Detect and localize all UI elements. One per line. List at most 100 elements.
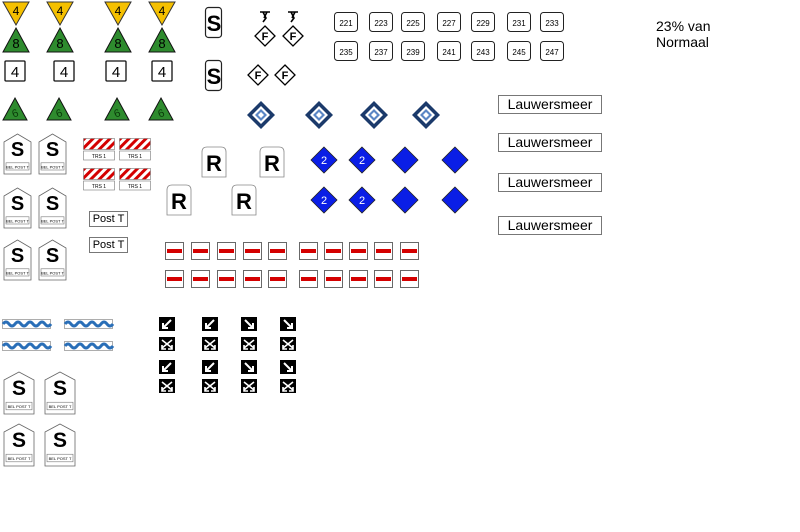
svg-text:S: S [207,11,222,36]
blue-diamond-numbered: 2 [348,146,376,174]
svg-text:4: 4 [11,64,19,81]
stop-sign-s: S BEL POST T [3,423,35,467]
red-bar-plate [349,242,368,260]
crossed-arrows-icon [280,337,296,351]
km-plate: 229 [471,12,495,32]
crossed-arrows-icon [241,337,257,351]
wave-icon [1,319,53,329]
blue-diamond-outline [305,101,333,129]
speed-board-square: 4 [4,60,26,82]
lauwersmeer-label: Lauwersmeer [498,133,602,152]
blue-diamond-numbered: 2 [310,146,338,174]
svg-text:235: 235 [339,48,353,57]
svg-text:BEL POST T: BEL POST T [6,270,29,275]
red-bar-plate [217,242,236,260]
km-plate: 231 [507,12,531,32]
svg-text:BEL POST T: BEL POST T [41,270,64,275]
r-sign: R [259,146,285,178]
km-plate: 235 [334,41,358,61]
svg-text:4: 4 [159,4,166,18]
svg-text:239: 239 [406,48,420,57]
blue-diamond-outline [412,101,440,129]
svg-text:F: F [255,70,262,82]
svg-text:TRS 1: TRS 1 [92,184,106,190]
red-bar-plate [374,270,393,288]
speed-board-yellow: 4 [46,1,74,27]
arrow-down-left-icon [202,317,218,331]
speed-board-green-small: 6 [104,96,130,121]
r-sign: R [231,184,257,216]
svg-text:S: S [11,139,24,161]
speed-board-square: 4 [151,60,173,82]
svg-text:231: 231 [512,19,526,28]
svg-text:S: S [46,193,59,215]
svg-text:225: 225 [406,19,420,28]
s-board: S [204,59,223,92]
lauwersmeer-label: Lauwersmeer [498,216,602,235]
blue-diamond-numbered: 2 [310,186,338,214]
arrow-down-right-icon [280,360,296,374]
crossed-arrows-icon [241,379,257,393]
lauwersmeer-label: Lauwersmeer [498,95,602,114]
speed-board-green: 8 [148,26,176,53]
red-bar-plate [324,242,343,260]
svg-text:F: F [282,70,289,82]
trs-plate: TRS 1 [119,168,151,191]
red-bar-plate [400,270,419,288]
svg-text:BEL POST T: BEL POST T [8,404,31,409]
red-bar-plate [217,270,236,288]
svg-text:8: 8 [158,36,165,51]
speed-board-green-small: 6 [148,96,174,121]
blue-diamond-numbered: 2 [348,186,376,214]
f-sign-pantograph: F [282,11,304,47]
svg-text:R: R [264,151,280,176]
svg-text:2: 2 [321,155,327,167]
svg-text:S: S [12,429,26,452]
wave-icon [63,341,115,351]
red-bar-plate [349,270,368,288]
svg-text:S: S [53,377,67,400]
s-board: S [204,6,223,39]
stop-sign-s: S BEL POST T [38,187,67,229]
svg-text:BEL POST T: BEL POST T [8,456,31,461]
trs-plate: TRS 1 [83,138,115,161]
svg-text:8: 8 [114,36,121,51]
r-sign: R [201,146,227,178]
svg-text:BEL POST T: BEL POST T [49,456,72,461]
wave-icon [1,341,53,351]
blue-diamond-outline [247,101,275,129]
red-bar-plate [324,270,343,288]
svg-text:BEL POST T: BEL POST T [41,164,64,169]
blue-diamond [441,186,469,214]
km-plate: 239 [401,41,425,61]
svg-text:TRS 1: TRS 1 [128,184,142,190]
svg-text:233: 233 [545,19,559,28]
red-bar-plate [299,270,318,288]
f-sign-pantograph: F [254,11,276,47]
svg-text:BEL POST T: BEL POST T [49,404,72,409]
svg-text:6: 6 [112,107,122,120]
svg-text:S: S [53,429,67,452]
svg-text:BEL POST T: BEL POST T [41,218,64,223]
crossed-arrows-icon [159,379,175,393]
km-plate: 243 [471,41,495,61]
arrow-down-left-icon [159,317,175,331]
km-plate: 237 [369,41,393,61]
stop-sign-s: S BEL POST T [44,371,76,415]
post-t-label: Post T [89,237,128,253]
svg-text:227: 227 [442,19,456,28]
crossed-arrows-icon [202,379,218,393]
speed-board-green: 8 [2,26,30,53]
svg-text:2: 2 [359,195,365,207]
svg-text:TRS 1: TRS 1 [92,154,106,160]
trs-plate: TRS 1 [119,138,151,161]
svg-text:241: 241 [442,48,456,57]
svg-text:R: R [171,189,187,214]
